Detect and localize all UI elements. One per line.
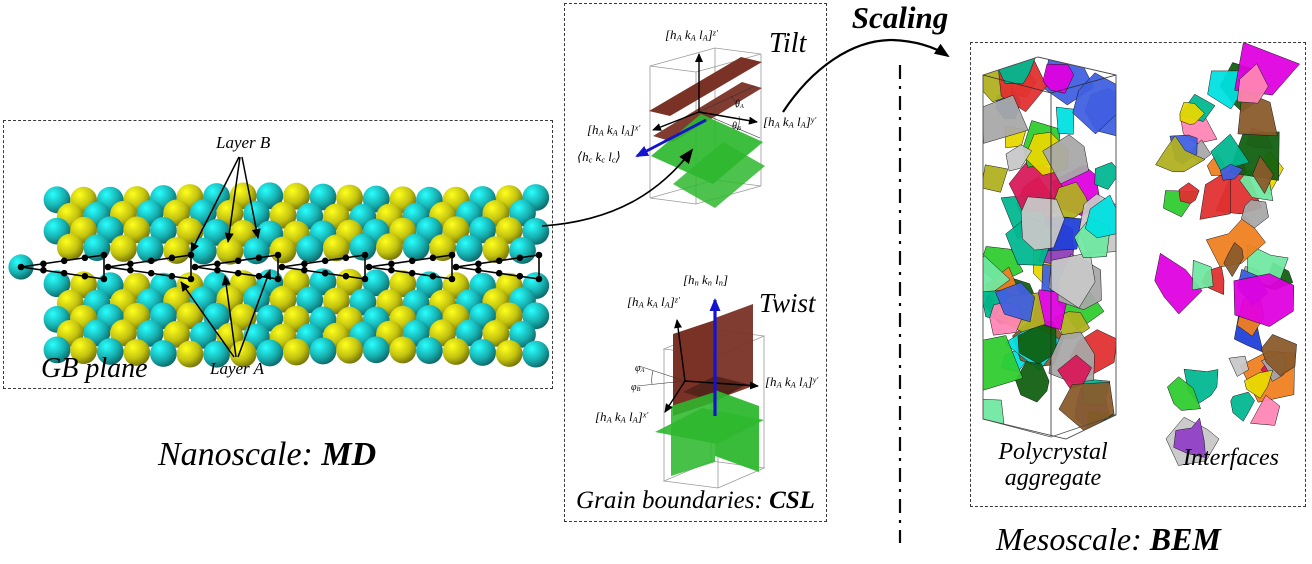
csl-caption-method: CSL — [769, 487, 815, 514]
tilt-grain-b-plane2 — [673, 142, 765, 208]
interfaces-label: Interfaces — [1183, 445, 1279, 471]
tilt-diagram — [635, 47, 765, 208]
layer-b-arrows — [190, 156, 261, 253]
twist-boundary-normal-label: [hn kn ln] — [683, 272, 728, 288]
mesoscale-caption-text: Mesoscale: — [996, 521, 1150, 557]
bem-panel: Polycrystal aggregate Interfaces — [970, 42, 1306, 507]
twist-phi-a-label: φA — [635, 363, 645, 375]
csl-panel: [hA kA lA]z' Tilt [hA kA lA]x' [hA kA lA… — [564, 3, 827, 522]
twist-angle-rays — [636, 365, 686, 387]
csl-caption-text: Grain boundaries: — [576, 487, 770, 514]
tilt-title: Tilt — [769, 28, 807, 59]
twist-diagram — [636, 298, 766, 489]
tilt-axes — [652, 53, 758, 131]
polycrystal-aggregate-label: Polycrystal aggregate — [998, 439, 1108, 491]
polycrystal-aggregate-graphic — [983, 57, 1116, 439]
atomic-structure-graphic — [8, 156, 550, 368]
tilt-grain-a-plane — [649, 57, 762, 116]
interfaces-graphic — [1154, 43, 1301, 466]
polycrystal-aggregate-edges — [982, 56, 1117, 440]
tilt-z-axis-label: [hA kA lA]z' — [665, 27, 718, 43]
twist-phi-b-label: φB — [631, 382, 641, 394]
grain-boundary-diagrams — [635, 47, 766, 489]
nanoscale-caption: Nanoscale: MD — [158, 437, 376, 473]
tilt-theta-a-label: θA — [735, 99, 744, 111]
twist-y-axis-label: [hA kA lA]y' — [765, 374, 819, 390]
twist-z-axis-label: [hA kA lA]z' — [627, 294, 680, 310]
layer-a-arrows — [180, 269, 272, 358]
mesoscale-caption-method: BEM — [1149, 521, 1221, 557]
twist-grain-b-plane-left — [671, 392, 715, 476]
nanoscale-panel: Layer B Layer A GB plane — [3, 120, 553, 389]
tilt-x-axis-label: [hA kA lA]x' — [587, 122, 641, 138]
gb-dislocation-band — [17, 251, 543, 283]
gb-plane-label: GB plane — [41, 353, 148, 384]
nanoscale-caption-method: MD — [321, 436, 377, 473]
twist-axes — [664, 319, 759, 413]
tilt-grain-a-plane2 — [653, 82, 762, 142]
tilt-theta-b-label: θB — [732, 121, 741, 133]
csl-caption: Grain boundaries: CSL — [565, 487, 826, 514]
tilt-angle-rays — [698, 85, 761, 139]
scaling-label: Scaling — [851, 0, 949, 35]
twist-grain-a-plane-right — [715, 304, 753, 400]
nanoscale-caption-text: Nanoscale: — [158, 436, 322, 473]
tilt-y-axis-label: [hA kA lA]y' — [763, 114, 817, 130]
twist-grain-b-plane-right — [715, 390, 759, 472]
twist-title: Twist — [759, 288, 816, 318]
twist-x-axis-label: [hA kA lA]x' — [595, 409, 649, 425]
layer-b-label: Layer B — [216, 133, 271, 152]
polycrystal-graphics — [982, 43, 1301, 466]
mesoscale-caption: Mesoscale: BEM — [996, 521, 1221, 557]
layer-a-label: Layer A — [210, 359, 264, 378]
tilt-misorientation-axis-label: ⟨hc kc lc⟩ — [577, 149, 621, 165]
